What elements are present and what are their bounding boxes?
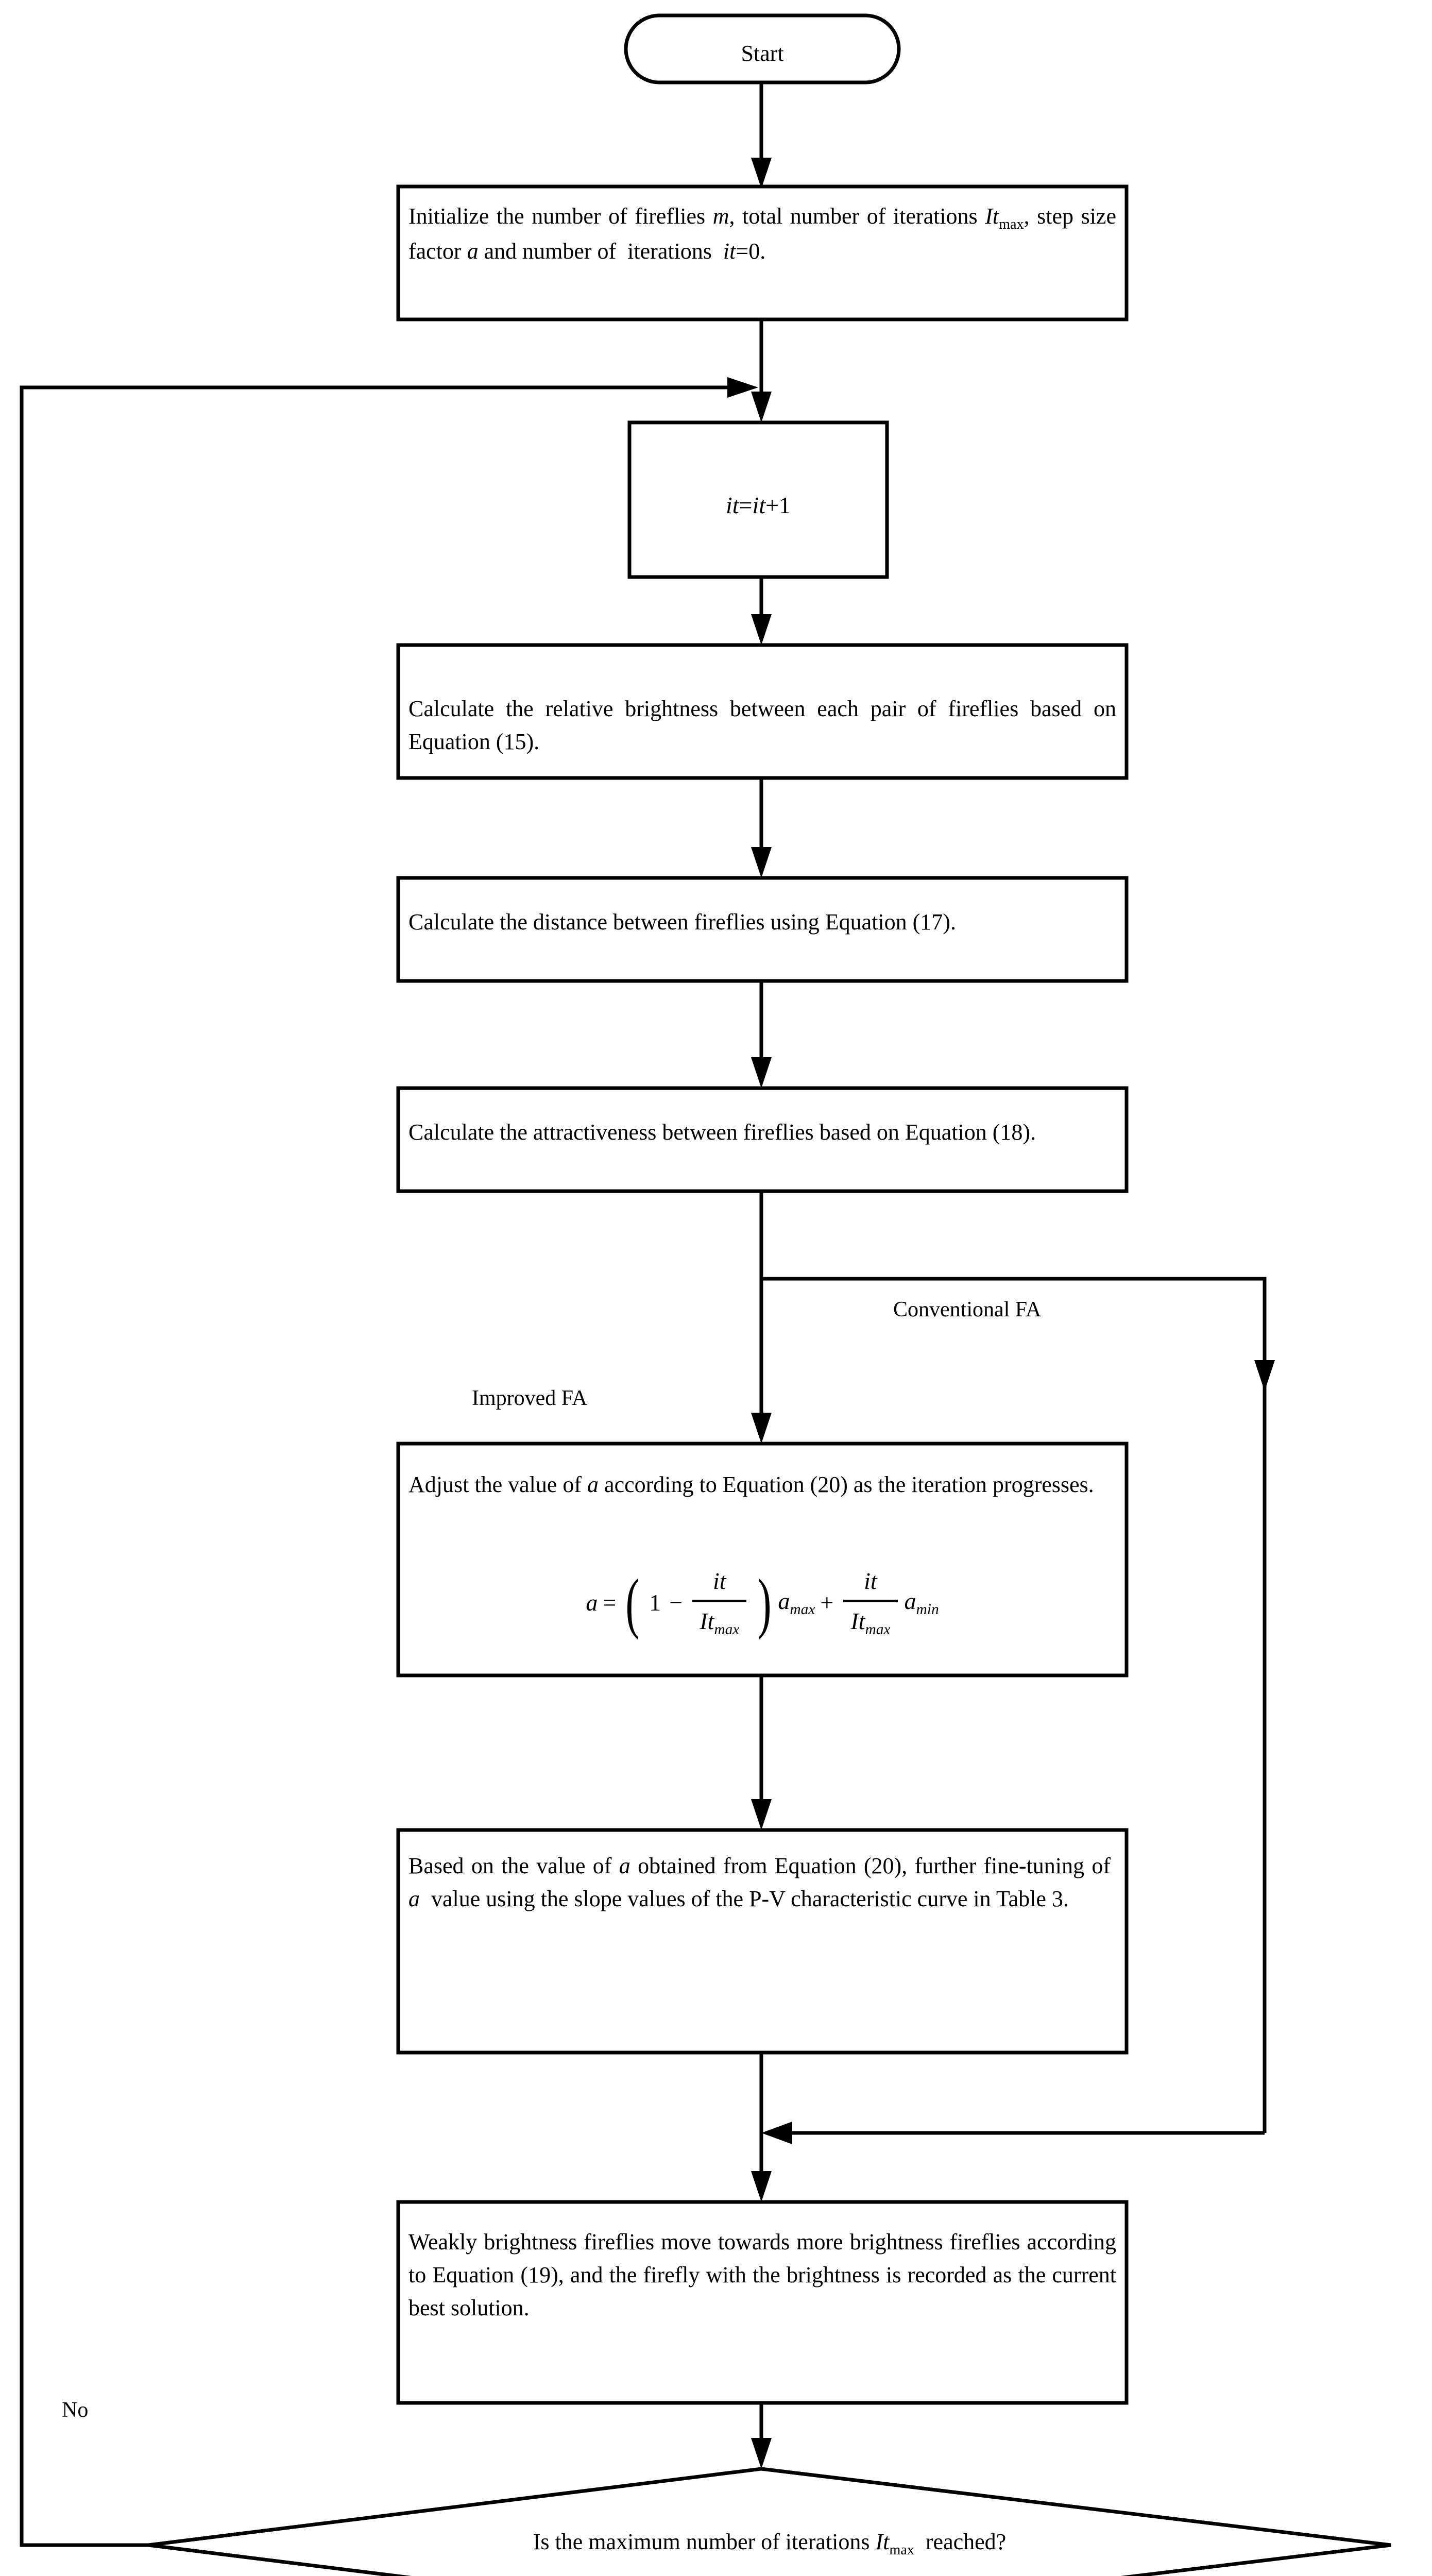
attractiveness-node-text: Calculate the attractiveness between fir… [408,1120,1036,1145]
arrowhead-adjust-to-finetune [751,1799,772,1830]
arrowhead-start-to-initialize [751,158,772,189]
fraction-1-denominator: Itmax [700,1608,740,1638]
fine-tune-node-text: Based on the value of a obtained from Eq… [408,1853,1116,1912]
equation-lhs: a [586,1589,598,1616]
initialize-node-text: Initialize the number of fireflies m, to… [408,204,1116,264]
brightness-node-text: Calculate the relative brightness betwee… [408,696,1116,755]
equation-one: 1 [649,1589,661,1616]
arrowhead-loopback-join [727,377,758,398]
arrowhead-brightness-to-distance [751,847,772,878]
attractiveness-node-shape[interactable] [396,1086,1129,1193]
decision-node-text: Is the maximum number of iterations Itma… [533,2529,1007,2558]
fraction-1-bar [692,1600,747,1603]
equation-fraction-2: it Itmax [843,1564,898,1641]
initialize-node-shape[interactable] [396,184,1129,321]
arrowhead-iterate-to-brightness [751,614,772,645]
start-node-label: Start [741,41,784,66]
adjust-alpha-node-text: Adjust the value of a according to Equat… [408,1472,1094,1497]
adjust-alpha-equation: a = ( 1 − it Itmax ) amax + it Itmax ami… [408,1564,1116,1641]
equation-open-paren: ( [625,1564,640,1640]
edge-label-no: No [62,2398,89,2422]
equation-plus: + [820,1589,834,1616]
brightness-node-shape[interactable] [396,643,1129,780]
decision-node-shape[interactable] [148,2467,1391,2576]
distance-node-text: Calculate the distance between fireflies… [408,909,956,935]
fine-tune-node-shape[interactable] [396,1828,1129,2055]
move-fireflies-node-text: Weakly brightness fireflies move towards… [408,2229,1116,2321]
equation-fraction-1: it Itmax [692,1564,747,1641]
arrowhead-initialize-to-iterate [751,392,772,422]
edge-label-improved-fa: Improved FA [472,1386,588,1410]
arrowhead-improved-fa [751,1413,772,1444]
equation-term-a-max: amax [778,1588,815,1618]
arrowhead-distance-to-attractiveness [751,1057,772,1088]
equation-equals: = [603,1589,617,1616]
edge-label-conventional-fa: Conventional FA [893,1298,1042,1321]
iterate-node-text: it=it+1 [725,492,791,518]
edge-loopback-rail [20,385,738,2547]
fraction-2-denominator: Itmax [850,1608,891,1638]
equation-minus: − [669,1589,683,1616]
arrowhead-into-move-box [751,2171,772,2202]
fraction-2-numerator: it [864,1568,877,1594]
edge-conventional-fa-branch [761,1277,1267,1391]
equation-20-row: a = ( 1 − it Itmax ) amax + it Itmax ami… [408,1564,1116,1641]
arrowhead-conventional-fa-downtick [1254,1360,1275,1391]
iterate-node-shape[interactable] [627,420,889,579]
fraction-2-bar [843,1600,898,1603]
equation-close-paren: ) [757,1564,772,1640]
arrowhead-conventional-merge [761,2122,792,2144]
fraction-1-numerator: it [713,1568,726,1594]
arrowhead-move-to-decision [751,2438,772,2469]
equation-term-a-min: amin [904,1588,939,1618]
